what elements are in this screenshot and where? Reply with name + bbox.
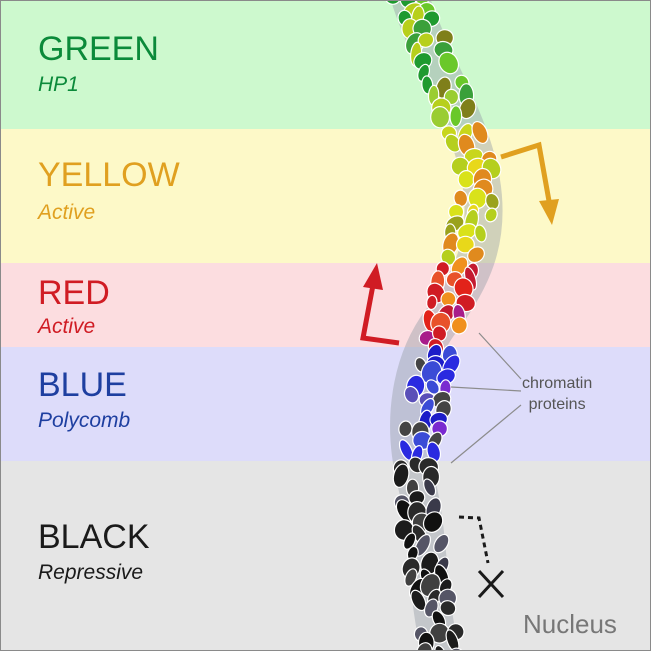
protein-blob bbox=[392, 463, 410, 488]
callout-lines bbox=[450, 332, 522, 464]
protein-blob bbox=[467, 246, 485, 264]
band-subtitle-yellow: Active bbox=[38, 201, 96, 224]
band-subtitle-black: Repressive bbox=[38, 561, 144, 584]
protein-blob bbox=[440, 248, 457, 266]
protein-blob bbox=[426, 294, 438, 311]
callout-line-black bbox=[450, 404, 522, 464]
protein-blob bbox=[445, 629, 460, 650]
protein-blob bbox=[423, 478, 437, 497]
band-blue: BLUE Polycomb bbox=[1, 347, 650, 461]
band-subtitle-red: Active bbox=[38, 315, 96, 338]
band-green: GREEN HP1 bbox=[1, 1, 650, 129]
callout-line-blue bbox=[450, 386, 522, 392]
callout-line-red bbox=[478, 332, 522, 380]
protein-blob bbox=[403, 385, 420, 404]
x-mark-icon bbox=[477, 569, 505, 599]
protein-blob bbox=[434, 644, 448, 650]
band-title-yellow: YELLOW bbox=[38, 156, 180, 194]
protein-blob bbox=[455, 235, 475, 254]
protein-blob bbox=[433, 533, 450, 554]
band-subtitle-green: HP1 bbox=[38, 73, 79, 96]
band-title-blue: BLUE bbox=[38, 366, 127, 404]
band-title-black: BLACK bbox=[38, 518, 150, 556]
protein-blob bbox=[458, 97, 477, 120]
protein-blob bbox=[402, 532, 417, 550]
chromatin-proteins-label: chromatin proteins bbox=[522, 373, 592, 415]
band-red: RED Active bbox=[1, 263, 650, 347]
band-title-red: RED bbox=[38, 274, 110, 312]
protein-blob bbox=[471, 121, 489, 144]
protein-blob bbox=[385, 1, 401, 5]
protein-blob bbox=[431, 325, 448, 342]
protein-blob bbox=[453, 189, 469, 208]
protein-blob bbox=[438, 51, 460, 75]
protein-blob bbox=[439, 600, 457, 617]
protein-blob bbox=[449, 105, 463, 128]
protein-blob bbox=[484, 207, 498, 223]
activation-arrow-red bbox=[360, 263, 400, 346]
protein-blob bbox=[450, 316, 468, 335]
callout-line-2: proteins bbox=[528, 396, 586, 413]
protein-blob bbox=[410, 589, 427, 612]
protein-blob bbox=[415, 642, 433, 650]
band-black: BLACK Repressive bbox=[1, 461, 650, 650]
nucleus-label: Nucleus bbox=[523, 609, 617, 639]
protein-blob bbox=[430, 106, 451, 129]
protein-blob bbox=[422, 511, 444, 533]
callout-line-1: chromatin bbox=[522, 375, 593, 392]
protein-blob bbox=[474, 224, 487, 243]
activation-arrow-yellow bbox=[500, 141, 559, 225]
protein-blob bbox=[448, 647, 465, 650]
chromatin-proteins bbox=[385, 1, 502, 650]
band-subtitle-blue: Polycomb bbox=[38, 409, 131, 432]
band-title-green: GREEN bbox=[38, 30, 159, 68]
blocked-arrow bbox=[458, 515, 505, 599]
